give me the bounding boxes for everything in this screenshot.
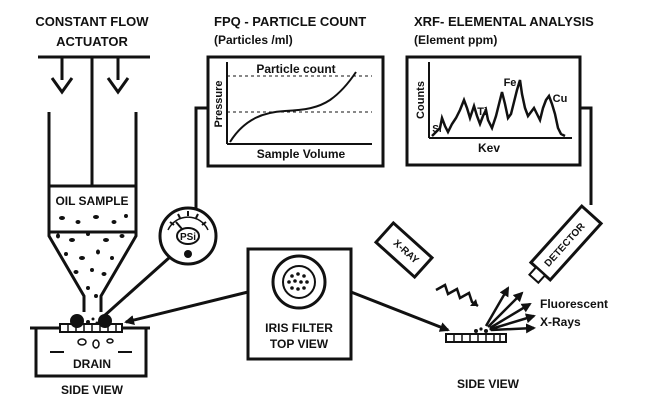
xray-source-icon	[373, 220, 435, 280]
xrf-ylabel: Counts	[415, 81, 427, 119]
fpq-curve-label: Particle count	[256, 62, 335, 76]
filter-assembly	[30, 314, 150, 333]
pressure-gauge-icon	[158, 206, 218, 266]
drain-tank	[34, 328, 148, 378]
arrow-to-filter-side	[124, 290, 249, 325]
iris-filter-panel	[246, 247, 353, 361]
xray-beam-arrowhead	[470, 299, 478, 306]
fpq-ylabel: Pressure	[213, 80, 225, 127]
arrow-down-icon-left	[50, 77, 74, 95]
detector-icon	[528, 203, 604, 285]
actuator-label-line2: ACTUATOR	[56, 34, 128, 49]
drain-label: DRAIN	[73, 357, 111, 371]
xrf-spectrum-line	[431, 79, 566, 138]
xrf-title-line1: XRF- ELEMENTAL ANALYSIS	[414, 14, 594, 29]
fluorescent-label-line1: Fluorescent	[540, 297, 608, 311]
syringe-barrel	[47, 112, 138, 312]
xrf-peak-cu: Cu	[553, 93, 568, 105]
xrf-sample-stage	[445, 327, 507, 343]
arrow-down-icon-right	[106, 77, 130, 95]
xrf-peak-ti: Ti	[477, 106, 487, 118]
side-view-left-label: SIDE VIEW	[61, 383, 124, 397]
psi-label: PSi	[180, 232, 196, 243]
fluorescent-label-line2: X-Rays	[540, 315, 581, 329]
fluorescent-rays	[484, 286, 536, 334]
xrf-title-line2: (Element ppm)	[414, 33, 497, 47]
xrf-chart-panel	[405, 55, 582, 167]
side-view-right-label: SIDE VIEW	[457, 377, 520, 391]
xrf-peak-si: Si	[432, 124, 442, 135]
actuator-plunger	[38, 55, 150, 186]
drain-droplets	[77, 338, 114, 349]
fpq-title-line2: (Particles /ml)	[214, 33, 293, 47]
xrf-xlabel: Kev	[478, 141, 500, 155]
arrow-to-xrf-sample	[350, 290, 450, 332]
oil-particles	[56, 214, 128, 298]
fpq-chart-panel	[206, 55, 385, 168]
fpq-xlabel: Sample Volume	[257, 147, 346, 161]
oil-sample-label: OIL SAMPLE	[55, 194, 128, 208]
xray-beam-squiggle	[435, 283, 479, 308]
fpq-connector-line	[194, 106, 208, 208]
gauge-line	[103, 255, 171, 318]
fpq-title-line1: FPQ - PARTICLE COUNT	[214, 14, 366, 29]
iris-label-line2: TOP VIEW	[270, 337, 329, 351]
particle-count-curve	[229, 71, 357, 143]
xrf-connector-line	[580, 106, 593, 205]
xrf-peak-fe: Fe	[504, 77, 517, 89]
actuator-label-line1: CONSTANT FLOW	[35, 14, 149, 29]
iris-label-line1: IRIS FILTER	[265, 321, 333, 335]
